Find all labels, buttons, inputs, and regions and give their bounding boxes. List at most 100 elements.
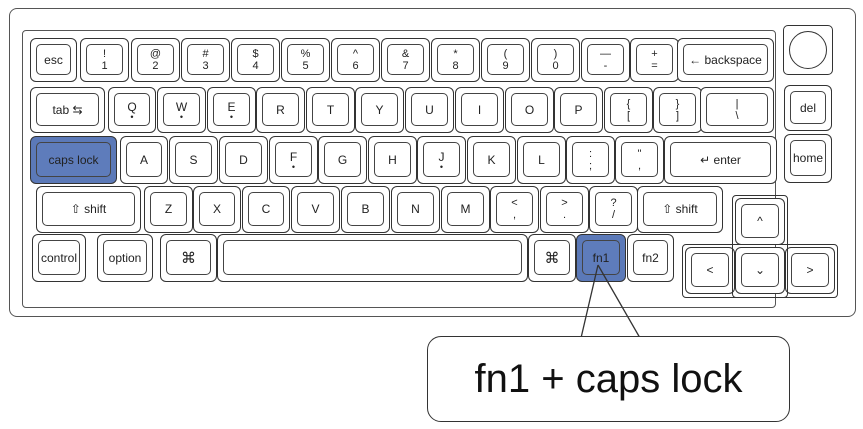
key-left-legend: <	[706, 263, 714, 277]
key-4-legend: 4	[252, 59, 259, 72]
key-backspace[interactable]: ← backspace	[677, 38, 774, 82]
key-z[interactable]: Z	[144, 186, 193, 233]
key-0[interactable]: )0	[531, 38, 580, 82]
key-rbracket-shift-legend: }	[675, 97, 680, 110]
key-g[interactable]: G	[318, 136, 367, 184]
key-minus-legends: —-	[600, 48, 611, 72]
key-lcmd[interactable]: ⌘	[160, 234, 217, 282]
key-esc[interactable]: esc	[30, 38, 77, 82]
key-option[interactable]: option	[97, 234, 153, 282]
key-r[interactable]: R	[256, 87, 305, 133]
key-7[interactable]: &7	[381, 38, 430, 82]
key-down[interactable]: ⌄	[735, 247, 785, 294]
key-s-legend: S	[189, 152, 198, 167]
key-home[interactable]: home	[784, 134, 832, 183]
key-j[interactable]: J•	[417, 136, 466, 184]
key-o-cap: O	[511, 93, 548, 126]
key-lbracket-shift-legend: {	[626, 97, 631, 110]
key-lbracket-cap: {[	[610, 93, 647, 126]
key-x[interactable]: X	[193, 186, 241, 233]
key-3-cap: #3	[187, 44, 224, 75]
key-a-legend: A	[139, 152, 148, 167]
rotary-knob[interactable]	[783, 25, 833, 75]
key-period-cap: >.	[546, 192, 583, 226]
key-y[interactable]: Y	[355, 87, 404, 133]
key-rcmd[interactable]: ⌘	[528, 234, 576, 282]
key-m[interactable]: M	[441, 186, 490, 233]
key-s[interactable]: S	[169, 136, 218, 184]
key-capslock[interactable]: caps lock	[30, 136, 117, 184]
key-rbracket[interactable]: }]	[653, 87, 702, 133]
key-semicolon-cap: :;	[572, 142, 609, 177]
key-7-cap: &7	[387, 44, 424, 75]
key-tab[interactable]: tab ⇆	[30, 87, 105, 133]
key-k[interactable]: K	[467, 136, 516, 184]
key-b[interactable]: B	[341, 186, 390, 233]
key-minus[interactable]: —-	[581, 38, 630, 82]
key-rcmd-legend: ⌘	[544, 249, 560, 267]
key-3-legend: 3	[202, 59, 209, 72]
key-p[interactable]: P	[554, 87, 603, 133]
key-enter[interactable]: ↵ enter	[664, 136, 777, 184]
key-equals-shift-legend: +	[651, 47, 658, 60]
key-n-cap: N	[397, 192, 434, 226]
key-backslash-legend: \	[735, 109, 739, 122]
key-rshift[interactable]: ⇧ shift	[637, 186, 723, 233]
key-left[interactable]: <	[685, 247, 735, 294]
key-d[interactable]: D	[219, 136, 268, 184]
key-u-cap: U	[411, 93, 448, 126]
key-5[interactable]: %5	[281, 38, 330, 82]
key-backslash[interactable]: |\	[700, 87, 774, 133]
key-lcmd-cap: ⌘	[166, 240, 211, 275]
key-space[interactable]	[217, 234, 528, 282]
shortcut-callout: fn1 + caps lock	[427, 336, 790, 422]
key-6-cap: ^6	[337, 44, 374, 75]
key-9[interactable]: (9	[481, 38, 530, 82]
key-1[interactable]: !1	[80, 38, 129, 82]
key-fn2[interactable]: fn2	[627, 234, 674, 282]
key-control[interactable]: control	[32, 234, 86, 282]
key-f[interactable]: F•	[269, 136, 318, 184]
key-t[interactable]: T	[306, 87, 355, 133]
key-3[interactable]: #3	[181, 38, 230, 82]
key-h[interactable]: H	[368, 136, 417, 184]
key-8[interactable]: *8	[431, 38, 480, 82]
key-del[interactable]: del	[784, 85, 832, 131]
key-w[interactable]: W•	[157, 87, 206, 133]
key-period[interactable]: >.	[540, 186, 589, 233]
key-rshift-cap: ⇧ shift	[643, 192, 717, 226]
key-u[interactable]: U	[405, 87, 454, 133]
key-6[interactable]: ^6	[331, 38, 380, 82]
key-semicolon[interactable]: :;	[566, 136, 615, 184]
key-rshift-legend: ⇧ shift	[662, 202, 698, 216]
key-down-cap: ⌄	[741, 253, 779, 287]
key-up[interactable]: ^	[735, 198, 785, 245]
key-quote[interactable]: ",	[615, 136, 664, 184]
key-option-legend: option	[108, 250, 142, 265]
key-lshift[interactable]: ⇧ shift	[36, 186, 141, 233]
key-comma[interactable]: <,	[490, 186, 539, 233]
key-slash[interactable]: ?/	[589, 186, 638, 233]
key-e[interactable]: E•	[207, 87, 256, 133]
key-backslash-shift-legend: |	[735, 97, 739, 110]
key-n[interactable]: N	[391, 186, 440, 233]
key-right[interactable]: >	[785, 247, 835, 294]
key-c[interactable]: C	[242, 186, 290, 233]
key-4[interactable]: $4	[231, 38, 280, 82]
key-l[interactable]: L	[517, 136, 566, 184]
key-q[interactable]: Q•	[108, 87, 156, 133]
key-e-legend: E	[227, 99, 236, 114]
key-l-legend: L	[538, 152, 545, 167]
key-t-legend: T	[326, 102, 335, 117]
callout-line-right	[597, 264, 641, 339]
key-v[interactable]: V	[291, 186, 340, 233]
key-equals[interactable]: +=	[630, 38, 679, 82]
key-2[interactable]: @2	[131, 38, 180, 82]
key-a[interactable]: A	[120, 136, 168, 184]
homing-dot-icon: •	[439, 161, 444, 172]
key-e-cap: E•	[213, 93, 250, 126]
key-i[interactable]: I	[455, 87, 504, 133]
key-o[interactable]: O	[505, 87, 554, 133]
key-lbracket[interactable]: {[	[604, 87, 653, 133]
key-slash-cap: ?/	[595, 192, 632, 226]
